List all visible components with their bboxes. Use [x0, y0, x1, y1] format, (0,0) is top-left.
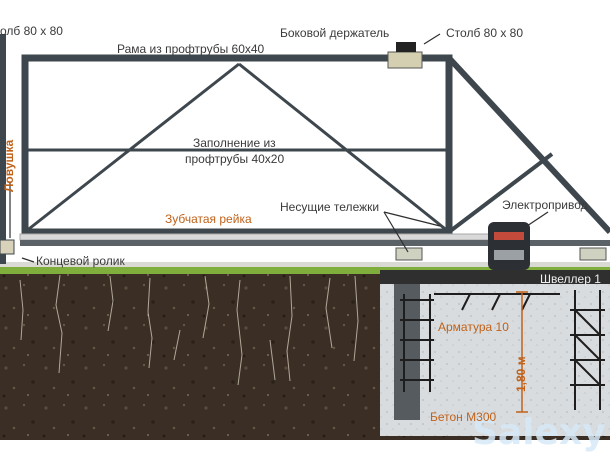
concrete-label: Бетон М300 [430, 410, 497, 424]
channel-label: Швеллер 1 [540, 272, 601, 286]
left-post-label: олб 80 x 80 [0, 24, 63, 38]
gear-rack [19, 233, 491, 241]
depth-label: 1,80 м [514, 356, 528, 392]
depth-dimension [516, 291, 528, 413]
carriages-label: Несущие тележки [280, 200, 380, 214]
left-post [0, 34, 6, 264]
carriages [395, 247, 607, 261]
gear-rack-label: Зубчатая рейка [165, 212, 252, 226]
post-below-ground [394, 284, 420, 420]
side-holder-label: Боковой держатель [280, 26, 390, 40]
fill-label-line1: Заполнение из [193, 136, 276, 150]
grass-strip [0, 266, 610, 274]
catcher-label: Ловушка [2, 139, 16, 192]
watermark: Salexy [472, 412, 606, 453]
end-roller-label: Концевой ролик [36, 254, 125, 268]
rebar-cage [400, 290, 605, 410]
leader-lines [9, 33, 549, 263]
roots [19, 274, 359, 386]
channel-beam [380, 270, 610, 284]
electric-drive [488, 222, 530, 270]
side-holder [387, 51, 423, 69]
ground-surface [0, 262, 610, 267]
gate-frame [21, 54, 610, 236]
fill-label-line2: профтрубы 40x20 [185, 152, 285, 166]
catcher [0, 239, 15, 255]
rebar-label: Арматура 10 [438, 320, 509, 334]
drive-label: Электропривод [502, 198, 588, 212]
right-post-label: Столб 80 x 80 [446, 26, 524, 40]
bottom-beam [20, 240, 610, 246]
frame-label: Рама из профтрубы 60x40 [117, 42, 265, 56]
side-holder-roller [396, 42, 416, 52]
